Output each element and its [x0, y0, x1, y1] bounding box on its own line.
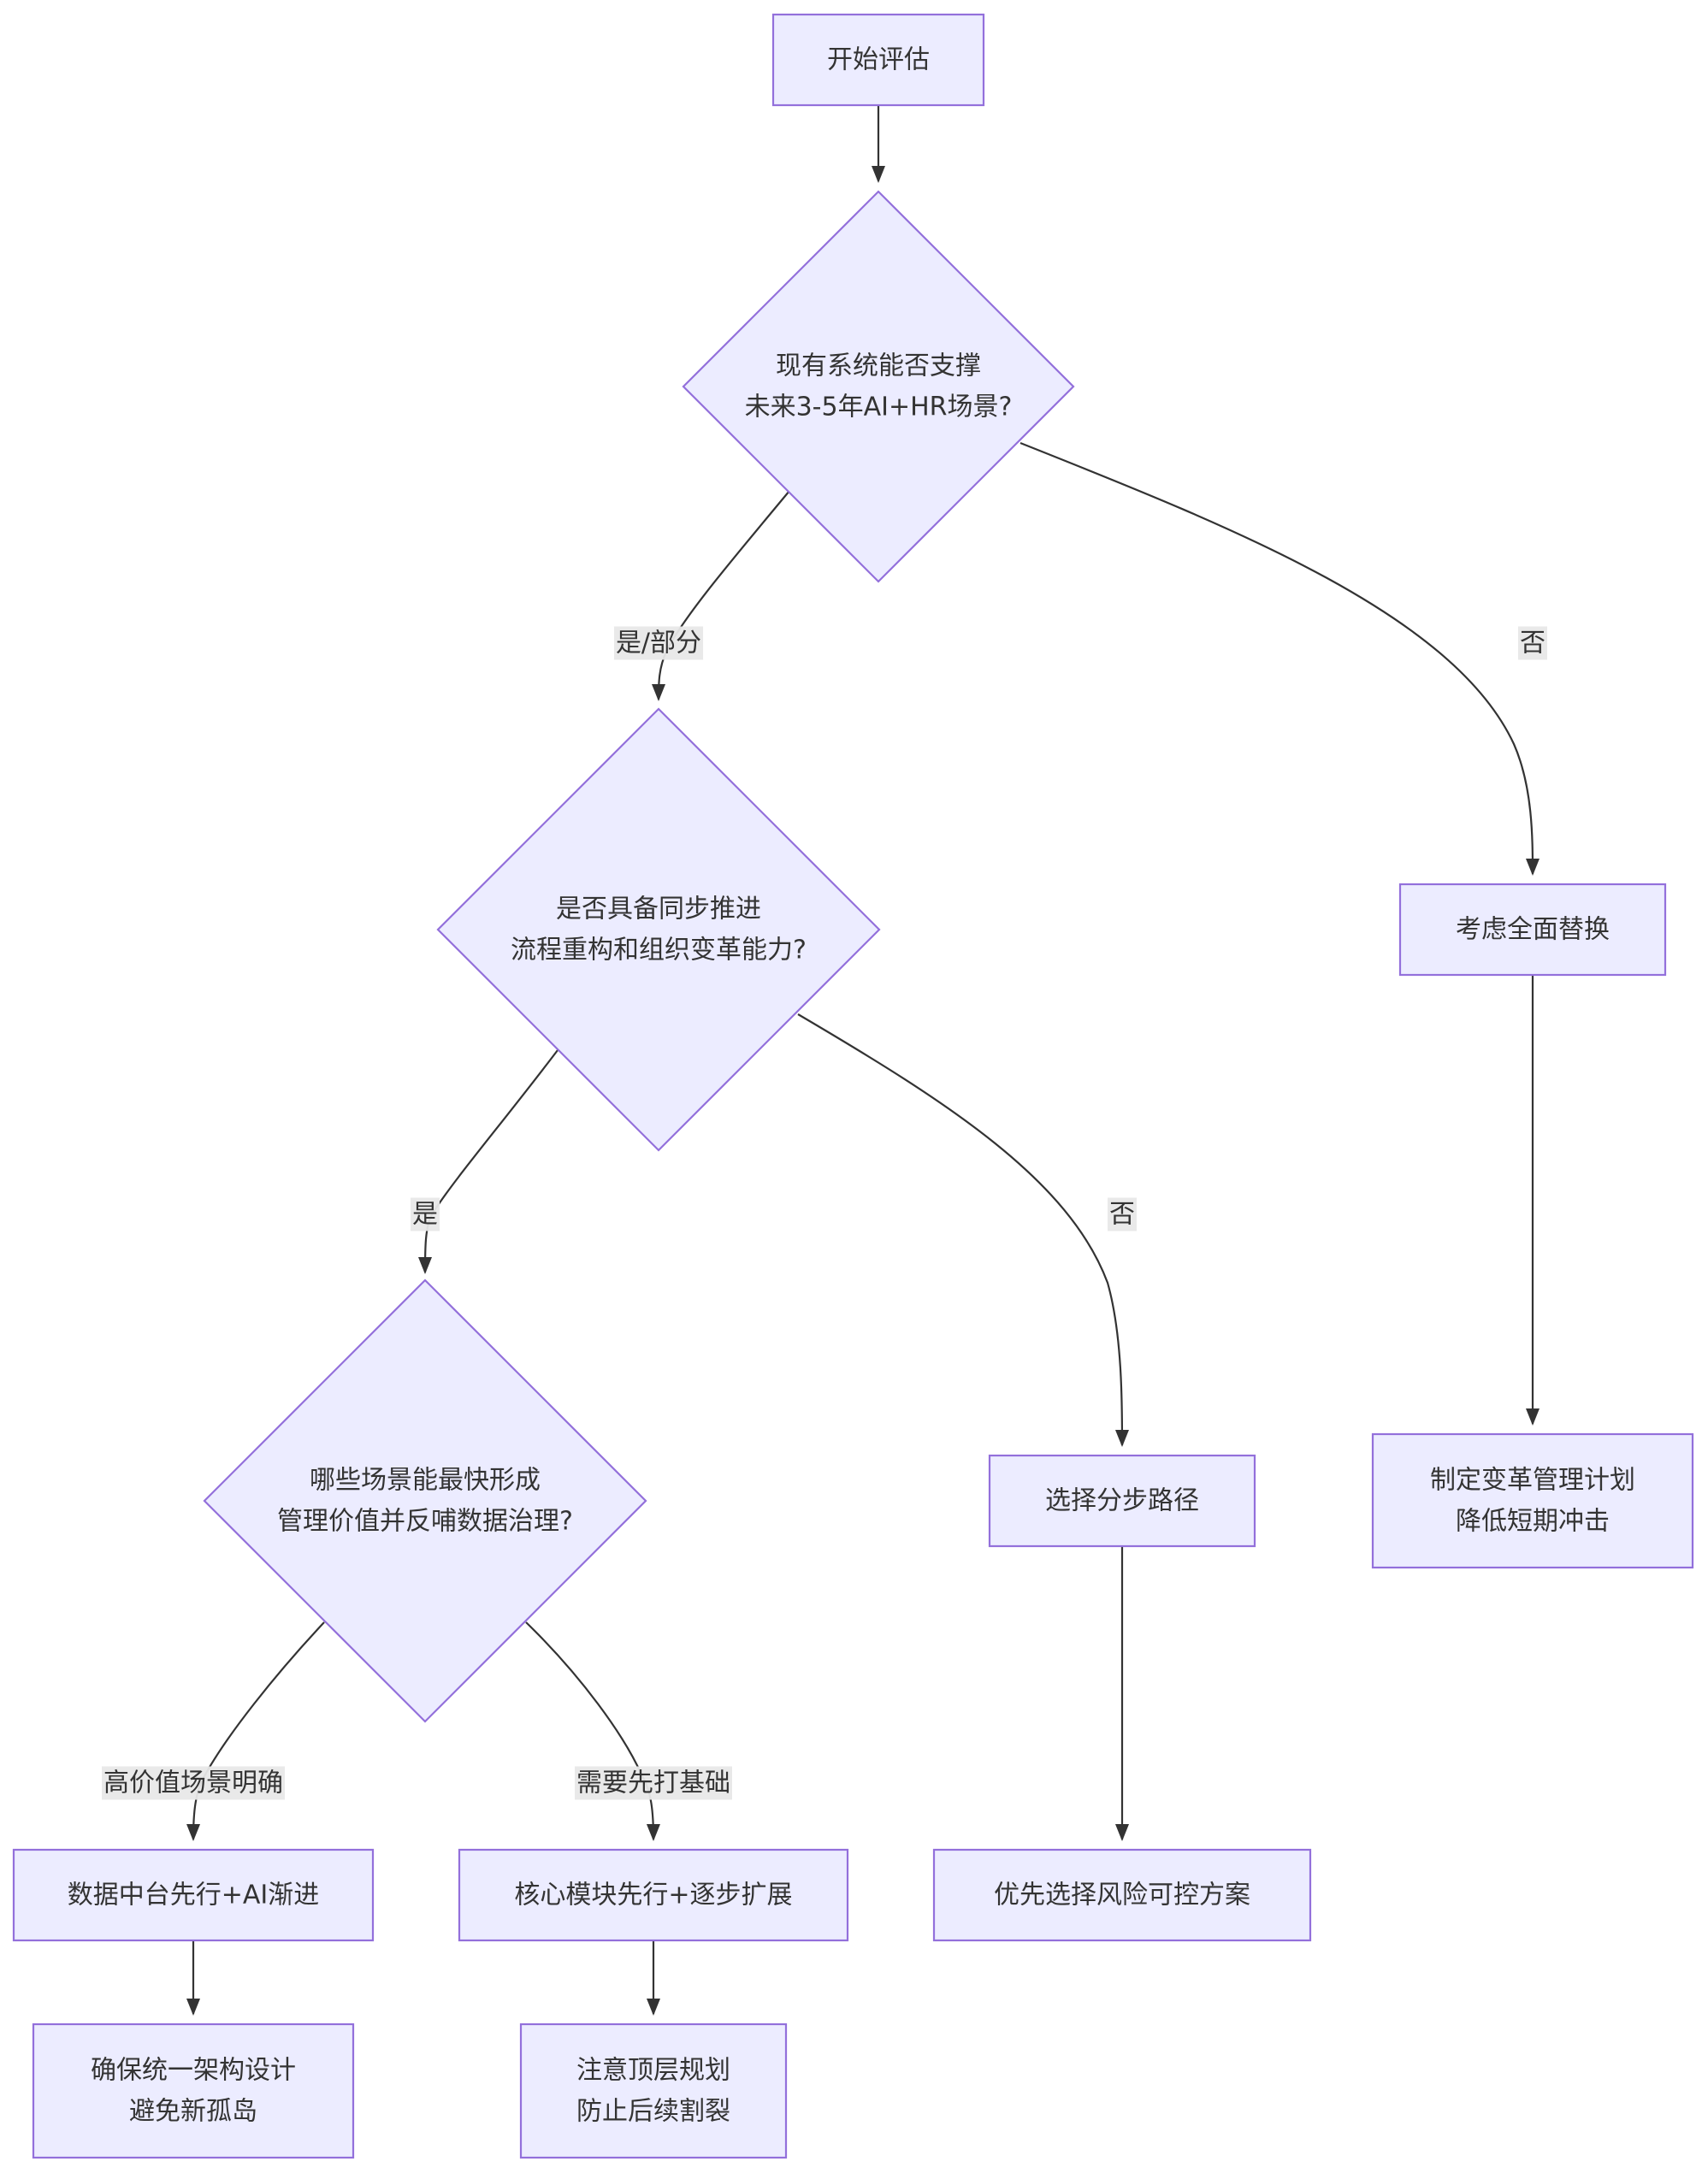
arrowhead-core_module-top_plan [647, 1999, 660, 2016]
arrowhead-q1-replace [1525, 858, 1540, 876]
node-box-change_plan [1371, 1432, 1694, 1569]
edge-label-bg-q2-q3 [411, 1197, 440, 1231]
edge-label-q3-data_platform: 高价值场景明确 [103, 1769, 283, 1798]
node-start[interactable]: 开始评估 [771, 13, 985, 107]
node-box-core_module [458, 1848, 849, 1942]
node-core_module[interactable]: 核心模块先行+逐步扩展 [458, 1848, 849, 1942]
arrowhead-start-q1 [872, 166, 885, 183]
edge-label-q1-replace: 否 [1520, 629, 1545, 658]
node-box-unified_arch [32, 2023, 355, 2159]
node-stepwise[interactable]: 选择分步路径 [988, 1454, 1256, 1548]
node-replace[interactable]: 考虑全面替换 [1398, 883, 1667, 977]
node-text-data_platform-line-0: 数据中台先行+AI渐进 [68, 1881, 320, 1910]
arrowhead-q1-q2 [652, 683, 666, 701]
node-text-core_module-line-0: 核心模块先行+逐步扩展 [514, 1881, 792, 1910]
edge-label-q1-q2: 是/部分 [616, 629, 701, 658]
node-low_risk[interactable]: 优先选择风险可控方案 [932, 1848, 1312, 1942]
node-text-q1-line-1: 未来3-5年AI+HR场景? [745, 393, 1013, 422]
node-text-replace-line-0: 考虑全面替换 [1456, 915, 1610, 945]
node-box-start [771, 13, 985, 107]
edge-q1-replace [1019, 441, 1534, 875]
edge-label-bg-q2-stepwise [1108, 1197, 1137, 1231]
node-text-stepwise-line-0: 选择分步路径 [1045, 1486, 1199, 1516]
node-text-start-line-0: 开始评估 [827, 45, 930, 75]
arrowhead-data_platform-unified_arch [186, 1999, 200, 2016]
edge-q2-q3 [423, 1049, 558, 1273]
node-text-change_plan-line-1: 降低短期冲击 [1456, 1507, 1610, 1537]
edge-label-q3-core_module: 需要先打基础 [576, 1769, 730, 1798]
decision-diamond-q1 [682, 190, 1075, 583]
node-text-unified_arch-line-0: 确保统一架构设计 [91, 2056, 296, 2086]
node-text-low_risk-line-0: 优先选择风险可控方案 [994, 1881, 1250, 1910]
node-text-unified_arch-line-1: 避免新孤岛 [129, 2097, 257, 2127]
edge-label-q2-q3: 是 [412, 1200, 438, 1230]
edges-layer [186, 106, 1540, 2016]
arrowhead-stepwise-low_risk [1115, 1824, 1129, 1841]
node-text-q3-line-0: 哪些场景能最快形成 [310, 1466, 541, 1496]
node-box-replace [1398, 883, 1667, 977]
edge-label-bg-q3-core_module [575, 1766, 732, 1800]
node-text-top_plan-line-0: 注意顶层规划 [576, 2056, 730, 2086]
edge-label-bg-q1-replace [1518, 626, 1547, 660]
decision-diamond-q2 [436, 707, 881, 1152]
arrowhead-replace-change_plan [1526, 1408, 1540, 1426]
arrowhead-q2-stepwise [1114, 1429, 1129, 1447]
edge-label-bg-q1-q2 [613, 626, 704, 660]
node-box-low_risk [932, 1848, 1312, 1942]
node-text-q1-line-0: 现有系统能否支撑 [776, 351, 981, 381]
node-box-stepwise [988, 1454, 1256, 1548]
arrowhead-q3-core_module [646, 1823, 660, 1841]
edge-q3-core_module [525, 1621, 655, 1840]
node-box-data_platform [12, 1848, 375, 1942]
edge-q2-stepwise [797, 1013, 1124, 1446]
arrowhead-q3-data_platform [186, 1823, 201, 1841]
node-data_platform[interactable]: 数据中台先行+AI渐进 [12, 1848, 375, 1942]
edge-label-q2-stepwise: 否 [1109, 1200, 1135, 1230]
node-text-change_plan-line-0: 制定变革管理计划 [1430, 1466, 1635, 1496]
decision-diamond-q3 [203, 1278, 647, 1723]
node-box-top_plan [519, 2023, 788, 2159]
arrowhead-q2-q3 [418, 1256, 433, 1274]
edge-label-bg-q3-data_platform [102, 1766, 285, 1800]
edge-labels-layer: 是/部分否是否高价值场景明确需要先打基础 [102, 626, 1547, 1800]
node-text-q2-line-1: 流程重构和组织变革能力? [511, 936, 807, 965]
edge-q1-q2 [657, 490, 790, 700]
edge-q3-data_platform [192, 1621, 325, 1840]
node-text-q2-line-0: 是否具备同步推进 [556, 895, 761, 924]
node-text-q3-line-1: 管理价值并反哺数据治理? [277, 1507, 573, 1537]
node-text-top_plan-line-1: 防止后续割裂 [576, 2097, 730, 2127]
